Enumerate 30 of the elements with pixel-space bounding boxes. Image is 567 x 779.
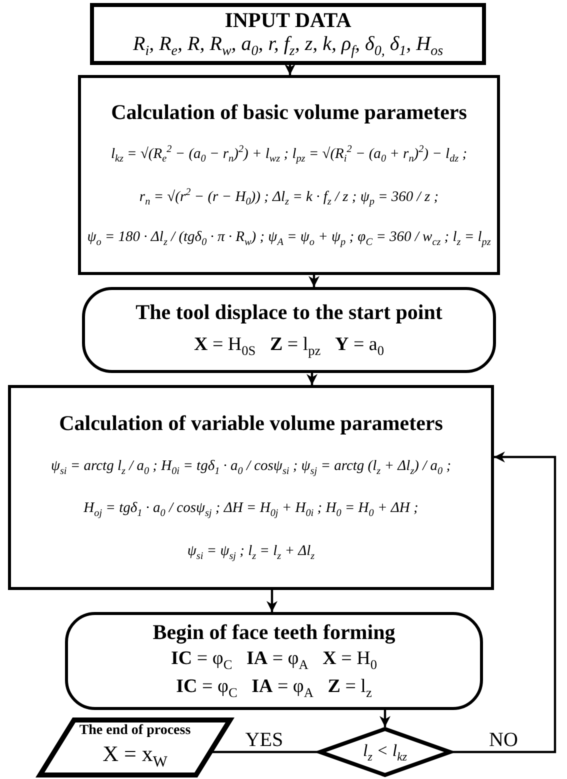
connector-arrow (284, 64, 296, 75)
formula-text: l$_{kz}$ = √(R$_{e}$$^{2}$ − (a$_{0}$ − r$_{n}$)$^{2}$) + l$_{wz}$ ; l$_{pz}$ = √(R$_{i}$$^{2}$ − (a$_{0}$ + r$_{n}$)$^{2}$) − l$_{dz}$ ; (110, 144, 468, 166)
formula-text: IC = φ$_{C}$ IA = φ$_{A}$ Z = l$_{z}$ (176, 676, 372, 702)
node-heading: Begin of face teeth forming (152, 620, 396, 644)
formula-text: IC = φ$_{C}$ IA = φ$_{A}$ X = H$_{0}$ (171, 648, 377, 673)
end-parallelogram (38, 718, 232, 777)
formula-text: ψ$_{si}$ = ψ$_{sj}$ ; l$_{z}$ = l$_{z}$ + Δl$_{z}$ (187, 542, 315, 563)
formula-text: R$_{i}$, R$_{e}$, R, R$_{w}$, a$_{0}$, r, f$_{z}$, z, k, ρ$_{f}$, δ$_{0,}$ δ$_{1}$, H$_{os}$ (132, 32, 444, 61)
node-heading: The end of process (79, 722, 191, 738)
formula-text: X = H$_{0S}$ Z = l$_{pz}$ Y = a$_{0}$ (194, 334, 384, 359)
process-box (90, 3, 486, 65)
rounded-process-box (82, 287, 496, 373)
connector-arrow (380, 710, 390, 727)
formula-text: H$_{oj}$ = tgδ$_{1}$ · a$_{0}$ / cosψ$_{sj}$ ; ΔH = H$_{0j}$ + H$_{0i}$ ; H$_{0}$ = H$_{0}$ + ΔH ; (84, 500, 418, 520)
connector-arrow (308, 275, 320, 287)
node-heading: Calculation of variable volume parameters (59, 412, 443, 436)
formula-text: ψ$_{si}$ = arctg l$_{z}$ / a$_{0}$ ; H$_{0i}$ = tgδ$_{1}$ · a$_{0}$ / cosψ$_{si}$ ; ψ$_{sj}$ = arctg (l$_{z}$ + Δl$_{z}$) / a$_{0}$ ; (50, 458, 452, 478)
formula-text: r$_{n}$ = √(r$^{2}$ − (r − H$_{0}$)) ; Δl$_{z}$ = k · f$_{z}$ / z ; ψ$_{p}$ = 360 / z ; (139, 186, 439, 209)
connector-arrow (452, 452, 556, 754)
formula-text: X = x$_{W}$ (102, 741, 168, 772)
connector-arrow (306, 373, 318, 385)
process-box (8, 385, 494, 590)
formula-text: l$_{z}$ < l$_{kz}$ (363, 740, 407, 764)
node-heading: The tool displace to the start point (136, 301, 442, 324)
process-box (78, 75, 500, 275)
node-heading: INPUT DATA (224, 9, 352, 32)
node-heading: Calculation of basic volume parameters (111, 100, 467, 124)
connector-arrow (266, 590, 278, 612)
rounded-process-box (65, 612, 483, 710)
formula-text: ψ$_{o}$ = 180 · Δl$_{z}$ / (tgδ$_{0}$ · π · R$_{w}$) ; ψ$_{A}$ = ψ$_{o}$ + ψ$_{p}$ ; φ$_{C}$ = 360 / w$_{cz}$ ; l$_{z}$ = l$_{pz}$ (87, 229, 491, 250)
